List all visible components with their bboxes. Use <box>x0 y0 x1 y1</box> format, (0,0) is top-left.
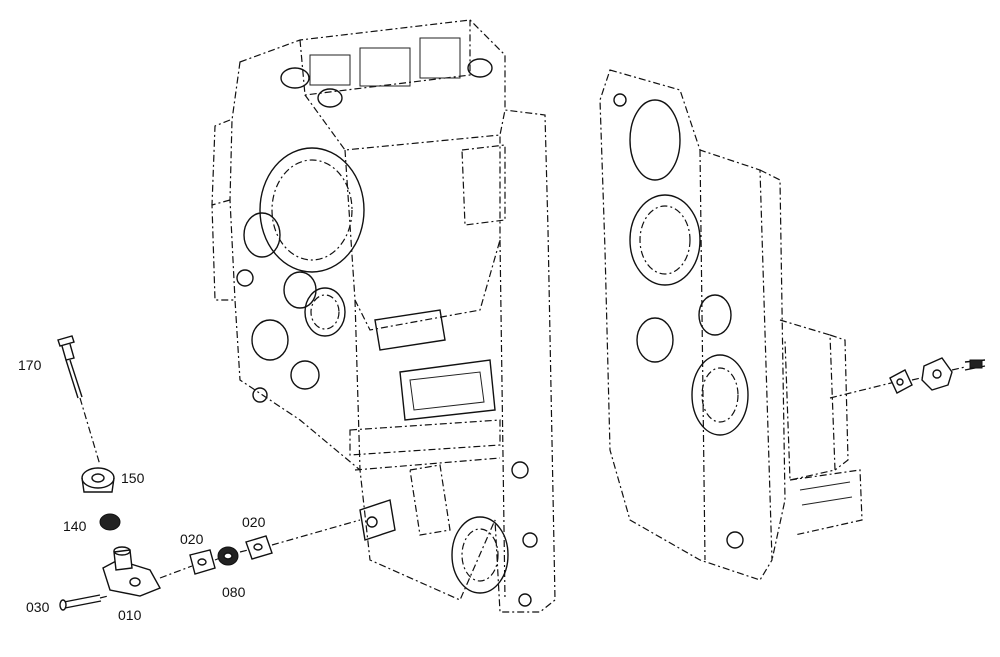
part-label-140: 140 <box>63 518 87 534</box>
part-label-150: 150 <box>121 470 145 486</box>
right-small-parts <box>829 357 986 399</box>
main-housing <box>211 19 556 613</box>
part-label-170: 170 <box>18 357 42 373</box>
cover-housing <box>599 69 863 581</box>
part-label-030: 030 <box>26 599 50 615</box>
part-label-020-left: 020 <box>180 531 204 547</box>
part-label-010: 010 <box>118 607 142 623</box>
part-label-080: 080 <box>222 584 246 600</box>
part-label-020-right: 020 <box>242 514 266 530</box>
left-small-parts <box>57 335 361 611</box>
